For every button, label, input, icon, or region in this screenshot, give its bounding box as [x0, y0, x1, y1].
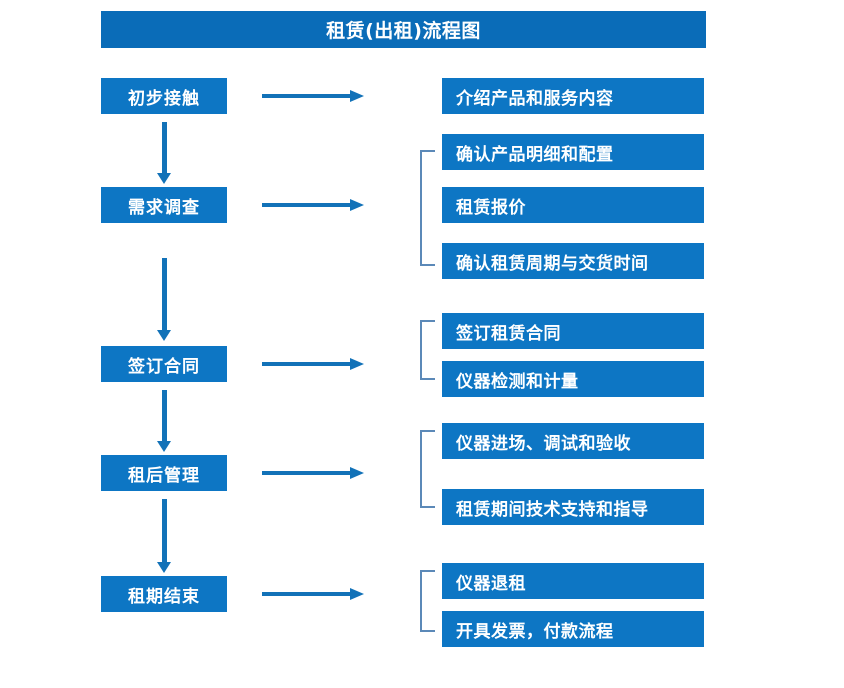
flow-arrow-right-4	[262, 465, 364, 481]
arrow-shaft	[162, 499, 167, 562]
arrow-shaft	[262, 203, 350, 207]
detail-box-7[interactable]: 仪器进场、调试和验收	[442, 423, 704, 459]
arrow-shaft	[262, 362, 350, 366]
detail-box-3[interactable]: 租赁报价	[442, 187, 704, 223]
detail-box-9[interactable]: 仪器退租	[442, 563, 704, 599]
stage-box-4[interactable]: 租后管理	[101, 455, 227, 491]
group-bracket-5	[420, 570, 435, 632]
chart-title: 租赁(出租)流程图	[101, 11, 706, 48]
stage-box-2[interactable]: 需求调查	[101, 187, 227, 223]
arrow-shaft	[262, 471, 350, 475]
detail-box-6[interactable]: 仪器检测和计量	[442, 361, 704, 397]
detail-box-4[interactable]: 确认租赁周期与交货时间	[442, 243, 704, 279]
arrow-shaft	[162, 122, 167, 173]
arrow-head	[350, 90, 364, 102]
detail-box-2[interactable]: 确认产品明细和配置	[442, 134, 704, 170]
flow-arrow-down-1	[157, 122, 171, 184]
detail-box-8[interactable]: 租赁期间技术支持和指导	[442, 489, 704, 525]
arrow-head	[350, 467, 364, 479]
group-bracket-4	[420, 430, 435, 508]
detail-box-10[interactable]: 开具发票，付款流程	[442, 611, 704, 647]
flow-arrow-down-2	[157, 258, 171, 341]
flow-arrow-right-5	[262, 586, 364, 602]
arrow-shaft	[162, 258, 167, 330]
arrow-head	[350, 199, 364, 211]
arrow-head	[157, 562, 171, 573]
arrow-shaft	[262, 592, 350, 596]
flow-arrow-right-1	[262, 88, 364, 104]
flow-arrow-down-3	[157, 390, 171, 452]
stage-box-5[interactable]: 租期结束	[101, 576, 227, 612]
group-bracket-3	[420, 320, 435, 380]
arrow-head	[157, 173, 171, 184]
arrow-head	[157, 330, 171, 341]
arrow-head	[350, 588, 364, 600]
detail-box-5[interactable]: 签订租赁合同	[442, 313, 704, 349]
arrow-head	[157, 441, 171, 452]
stage-box-1[interactable]: 初步接触	[101, 78, 227, 114]
arrow-shaft	[162, 390, 167, 441]
flow-arrow-down-4	[157, 499, 171, 573]
arrow-head	[350, 358, 364, 370]
detail-box-1[interactable]: 介绍产品和服务内容	[442, 78, 704, 114]
stage-box-3[interactable]: 签订合同	[101, 346, 227, 382]
group-bracket-2	[420, 150, 435, 266]
arrow-shaft	[262, 94, 350, 98]
flow-arrow-right-3	[262, 356, 364, 372]
flow-arrow-right-2	[262, 197, 364, 213]
